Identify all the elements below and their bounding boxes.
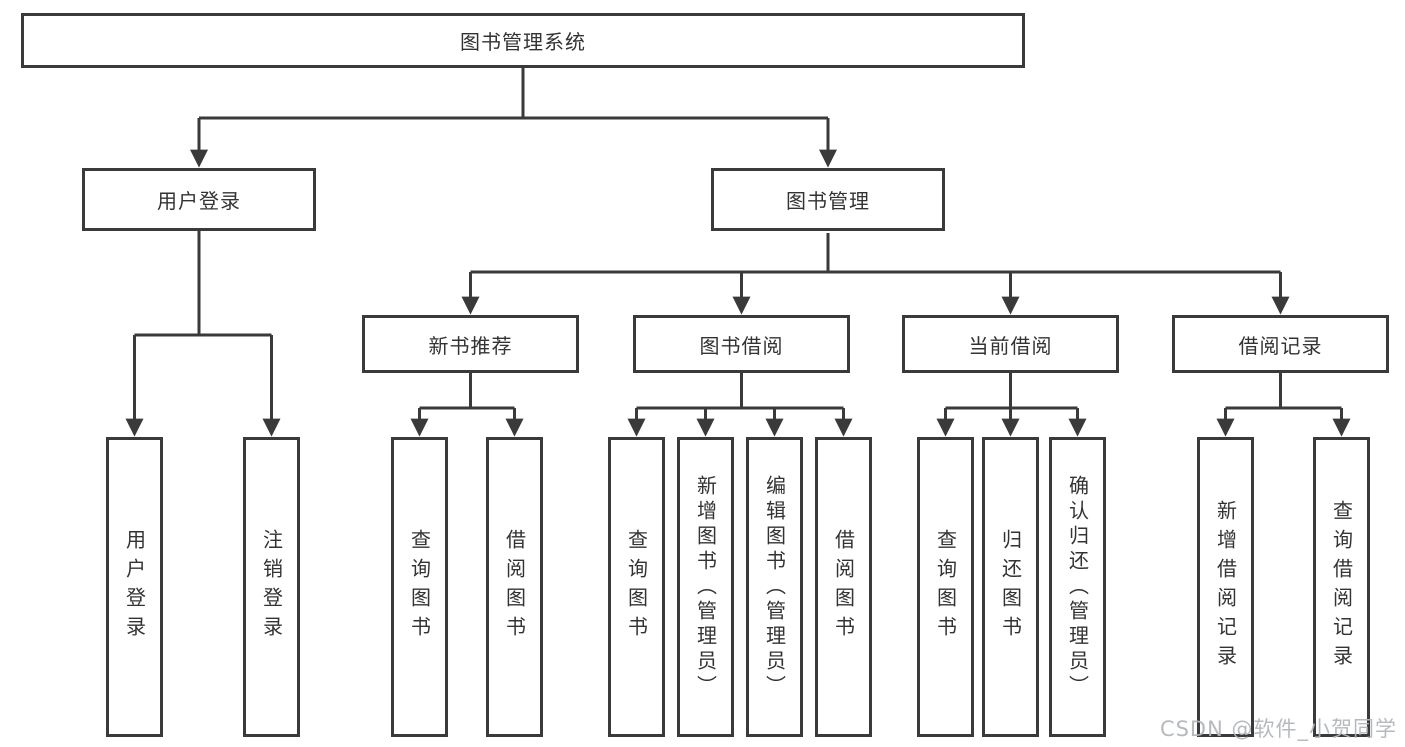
node-borrow-books-1: 借阅图书	[486, 437, 543, 737]
node-label: 查询图书	[933, 529, 958, 645]
node-confirm-return-admin: 确认归还（管理员）	[1049, 437, 1106, 737]
node-return-books: 归还图书	[982, 437, 1039, 737]
node-new-book-recommendation: 新书推荐	[362, 315, 579, 373]
node-label: 借阅图书	[831, 529, 856, 645]
node-label: 查询借阅记录	[1329, 500, 1354, 674]
node-add-borrow-record: 新增借阅记录	[1197, 437, 1254, 737]
node-label: 新增图书（管理员）	[693, 474, 718, 700]
node-label: 编辑图书（管理员）	[762, 474, 787, 700]
node-label: 注销登录	[259, 529, 284, 645]
node-query-borrow-record: 查询借阅记录	[1313, 437, 1370, 737]
node-add-books-admin: 新增图书（管理员）	[677, 437, 734, 737]
node-borrowing-records: 借阅记录	[1172, 315, 1389, 373]
node-label: 新增借阅记录	[1213, 500, 1238, 674]
node-edit-books-admin: 编辑图书（管理员）	[746, 437, 803, 737]
node-label: 确认归还（管理员）	[1065, 474, 1090, 700]
node-query-books-1: 查询图书	[391, 437, 448, 737]
node-borrow-books-2: 借阅图书	[815, 437, 872, 737]
node-label: 归还图书	[998, 529, 1023, 645]
node-query-books-3: 查询图书	[917, 437, 974, 737]
node-logout-leaf: 注销登录	[243, 437, 300, 737]
node-book-management-branch: 图书管理	[711, 168, 945, 231]
node-user-login-leaf: 用户登录	[106, 437, 163, 737]
csdn-watermark: CSDN @软件_小贺同学	[1159, 717, 1397, 741]
node-library-management-system: 图书管理系统	[21, 13, 1025, 68]
node-label: 借阅图书	[502, 529, 527, 645]
node-current-borrowing: 当前借阅	[902, 315, 1119, 373]
node-query-books-2: 查询图书	[608, 437, 665, 737]
node-user-login-branch: 用户登录	[82, 168, 316, 231]
node-label: 查询图书	[624, 529, 649, 645]
node-label: 用户登录	[122, 529, 147, 645]
node-book-borrowing: 图书借阅	[633, 315, 850, 373]
node-label: 查询图书	[407, 529, 432, 645]
